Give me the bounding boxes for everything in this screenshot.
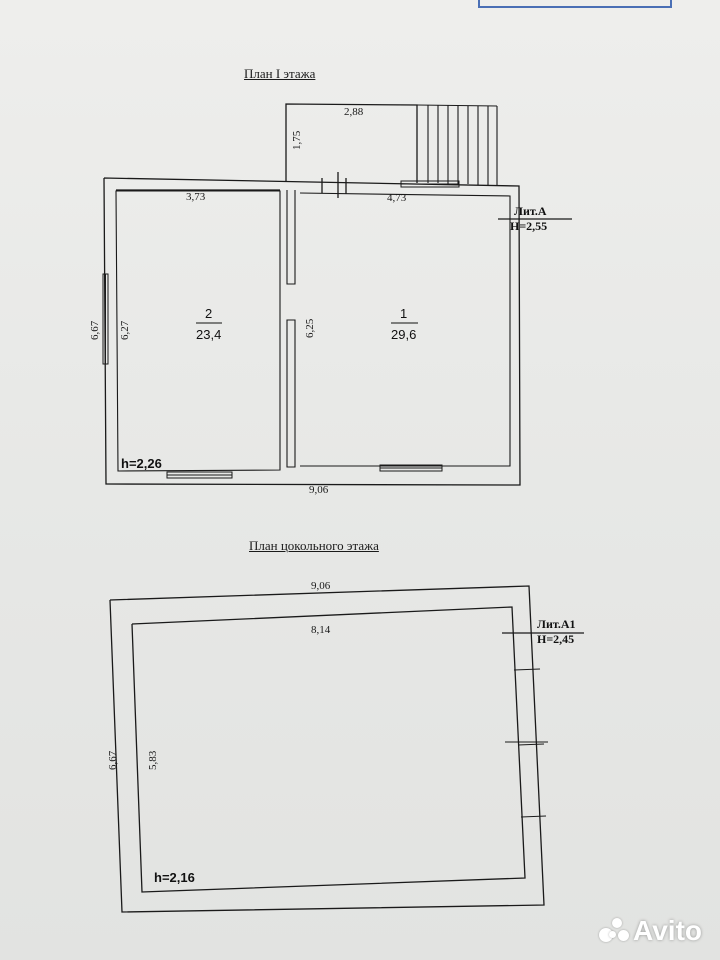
basement-title: План цокольного этажа [249, 538, 379, 553]
floor1-windows [102, 180, 460, 479]
basement-height-total: H=2,45 [537, 632, 574, 646]
dim-room1-width: 4,73 [387, 192, 407, 204]
floor1-height-total: H=2,55 [510, 219, 547, 233]
dim-room2-width: 3,73 [186, 191, 206, 203]
basement-height-inner: h=2,16 [154, 870, 195, 885]
basement-dim-inner-width: 8,14 [311, 624, 331, 636]
porch-outline [285, 103, 418, 183]
basement-lit-label: Лит.А1 [537, 617, 576, 631]
floor1-lit-label: Лит.А [514, 204, 547, 218]
room-2-area: 23,4 [196, 327, 221, 342]
stamp-box [478, 0, 672, 8]
room-2-number: 2 [205, 306, 212, 321]
basement-openings [505, 668, 548, 818]
room-1-area: 29,6 [391, 327, 416, 342]
porch-stairs [416, 104, 498, 185]
avito-logo-icon [599, 916, 630, 946]
dim-partition-height: 6,25 [304, 318, 316, 338]
basement-dim-outer-width: 9,06 [311, 580, 331, 592]
floor1-plan [102, 103, 572, 486]
basement-plan [109, 585, 584, 913]
floor1-room2-inner [115, 190, 281, 472]
floor1-outer-wall [103, 177, 521, 486]
dim-outer-height: 6,67 [89, 320, 101, 340]
floor1-room1-inner [299, 192, 511, 467]
basement-dim-inner-height: 5,83 [147, 750, 159, 770]
dim-inner-height: 6,27 [119, 320, 131, 340]
floor1-partition-lower [286, 319, 296, 468]
avito-watermark: Avito [599, 915, 702, 946]
floor1-height-inner: h=2,26 [121, 456, 162, 471]
room-1-number: 1 [400, 306, 407, 321]
dim-outer-width: 9,06 [309, 484, 329, 496]
dim-porch-width: 2,88 [344, 106, 364, 118]
floor1-title: План I этажа [244, 66, 316, 81]
floor1-partition-upper [286, 190, 296, 285]
dim-porch-depth: 1,75 [291, 130, 303, 150]
basement-dim-outer-height: 6,67 [107, 750, 119, 770]
basement-outer-wall [109, 585, 545, 913]
basement-inner-wall [131, 606, 526, 893]
avito-watermark-text: Avito [633, 915, 702, 946]
